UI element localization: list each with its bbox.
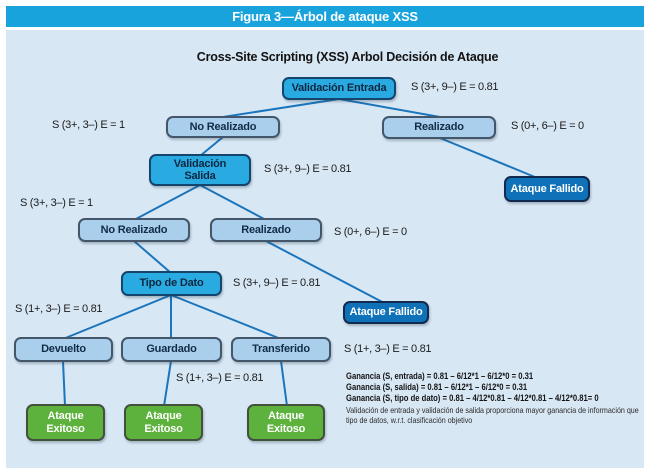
node-tipo-de-dato: Tipo de Dato [121, 271, 222, 296]
ganancia-conclusion: Validación de entrada y validación de sa… [346, 405, 639, 425]
edge-devuelto-exitoso-1 [62, 360, 66, 407]
label-entropy-realizado-2: S (0+, 6–) E = 0 [334, 226, 407, 238]
node-ataque-fallido-1: Ataque Fallido [504, 176, 590, 202]
edge-entrada-realizado-1 [338, 98, 441, 118]
edge-realizado-1-fallido-1 [439, 137, 548, 183]
label-entropy-no-realizado-1: S (3+, 3–) E = 1 [52, 119, 125, 131]
ganancia-entrada-formula: Ganancia (S, entrada) = 0.81 – 6/12*1 – … [346, 371, 534, 381]
node-ataque-exitoso-2: Ataque Exitoso [124, 404, 203, 441]
node-ataque-exitoso-1: Ataque Exitoso [26, 404, 105, 441]
node-transferido: Transferido [231, 337, 331, 362]
node-realizado-2: Realizado [210, 218, 322, 242]
edge-salida-no-realizado-2 [133, 184, 201, 221]
node-ataque-exitoso-3: Ataque Exitoso [247, 404, 325, 441]
node-ataque-fallido-2: Ataque Fallido [343, 301, 429, 324]
label-entropy-transferido: S (1+, 3–) E = 0.81 [344, 343, 432, 355]
figure-caption: Figura 3—Árbol de ataque XSS [232, 9, 418, 24]
ganancia-salida-formula: Ganancia (S, salida) = 0.81 – 6/12*1 – 6… [346, 382, 528, 392]
node-realizado-1: Realizado [382, 116, 496, 139]
label-entropy-tipo-de-dato: S (3+, 9–) E = 0.81 [233, 277, 321, 289]
edge-no-realizado-1-salida [199, 136, 224, 157]
label-entropy-guardado: S (1+, 3–) E = 0.81 [176, 372, 264, 384]
diagram-panel [6, 30, 644, 468]
node-validacion-entrada: Validación Entrada [282, 77, 396, 100]
diagram-title: Cross-Site Scripting (XSS) Arbol Decisió… [196, 50, 499, 64]
node-guardado: Guardado [121, 337, 222, 362]
node-devuelto: Devuelto [14, 337, 113, 362]
figure-caption-bar: Figura 3—Árbol de ataque XSS [6, 6, 644, 27]
ganancia-notes: Ganancia (S, entrada) = 0.81 – 6/12*1 – … [346, 371, 642, 425]
edge-tipo-devuelto [62, 294, 172, 340]
edge-no-realizado-2-tipo [133, 240, 172, 274]
edge-guardado-exitoso-2 [163, 360, 172, 407]
node-no-realizado-2: No Realizado [78, 218, 190, 242]
node-validacion-salida: Validación Salida [149, 154, 251, 186]
edge-salida-realizado-2 [199, 184, 267, 221]
label-entropy-devuelto: S (1+, 3–) E = 0.81 [15, 303, 103, 315]
label-entropy-entrada: S (3+, 9–) E = 0.81 [411, 81, 499, 93]
edge-realizado-2-fallido-2 [265, 240, 387, 305]
label-entropy-salida: S (3+, 9–) E = 0.81 [264, 163, 352, 175]
ganancia-tipo-de-dato-formula: Ganancia (S, tipo de dato) = 0.81 – 4/12… [346, 393, 599, 403]
label-entropy-realizado-1: S (0+, 6–) E = 0 [511, 120, 584, 132]
edge-tipo-transferido [170, 294, 282, 340]
node-no-realizado-1: No Realizado [166, 116, 280, 138]
edge-entrada-no-realizado-1 [222, 98, 340, 118]
edge-transferido-exitoso-3 [280, 360, 288, 407]
label-entropy-no-realizado-2: S (3+, 3–) E = 1 [20, 197, 93, 209]
